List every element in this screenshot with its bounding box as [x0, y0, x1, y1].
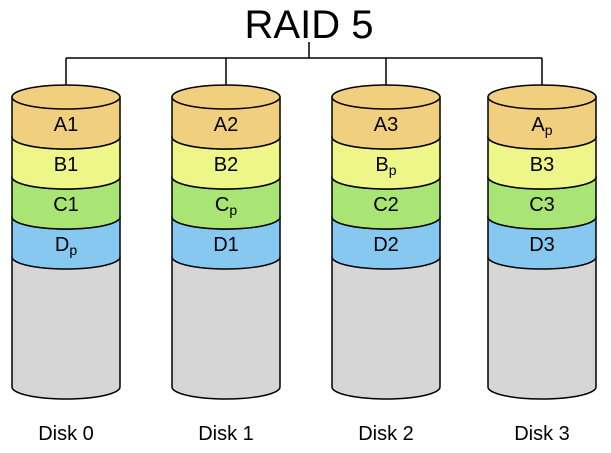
block-letter: A	[374, 114, 388, 136]
block-subscript: 1	[228, 234, 239, 256]
block-letter: B	[375, 154, 388, 176]
block-label: D1	[213, 234, 239, 256]
block-top-a	[11, 84, 121, 110]
block-letter: A	[214, 114, 228, 136]
disk-empty-space	[487, 256, 597, 400]
block-a	[11, 96, 121, 150]
block-subscript: p	[389, 162, 397, 178]
block-letter: C	[215, 194, 229, 216]
block-subscript: 1	[68, 194, 79, 216]
block-label: D2	[373, 234, 399, 256]
block-letter: A	[54, 114, 68, 136]
block-b	[487, 136, 597, 190]
block-subscript: 1	[67, 154, 78, 176]
block-label: B2	[214, 154, 238, 176]
block-a	[171, 96, 281, 150]
block-letter: B	[214, 154, 227, 176]
block-label: B3	[530, 154, 554, 176]
block-b	[331, 136, 441, 190]
block-letter: D	[529, 234, 543, 256]
block-label: Bp	[375, 154, 396, 178]
block-label: Cp	[215, 194, 237, 218]
block-label: A2	[214, 114, 238, 136]
block-subscript: 2	[388, 194, 399, 216]
block-b	[11, 136, 121, 190]
block-d	[11, 216, 121, 270]
controller-connector	[65, 42, 543, 97]
disk-empty-space	[171, 256, 281, 400]
block-label: C3	[529, 194, 555, 216]
block-letter: B	[530, 154, 543, 176]
block-subscript: 1	[67, 114, 78, 136]
disk-empty-space	[11, 256, 121, 400]
block-letter: D	[213, 234, 227, 256]
block-letter: C	[373, 194, 387, 216]
block-subscript: p	[545, 122, 553, 138]
block-label: A1	[54, 114, 78, 136]
block-subscript: 3	[544, 194, 555, 216]
disk-label: Disk 0	[38, 423, 94, 445]
block-letter: C	[53, 194, 67, 216]
block-subscript: 3	[387, 114, 398, 136]
block-a	[487, 96, 597, 150]
disk-label: Disk 3	[514, 423, 570, 445]
block-a	[331, 96, 441, 150]
block-subscript: 2	[227, 154, 238, 176]
block-d	[487, 216, 597, 270]
block-subscript: 3	[544, 234, 555, 256]
block-label: Dp	[55, 234, 77, 258]
block-c	[487, 176, 597, 230]
block-label: Ap	[531, 114, 552, 138]
block-c	[171, 176, 281, 230]
disk-empty-space	[331, 256, 441, 400]
disk-label: Disk 2	[358, 423, 414, 445]
block-letter: D	[373, 234, 387, 256]
block-letter: D	[55, 234, 69, 256]
block-subscript: p	[69, 242, 77, 258]
block-d	[171, 216, 281, 270]
block-top-a	[487, 84, 597, 110]
block-subscript: 2	[388, 234, 399, 256]
block-top-a	[331, 84, 441, 110]
block-b	[171, 136, 281, 190]
block-label: C2	[373, 194, 399, 216]
block-letter: B	[54, 154, 67, 176]
block-label: A3	[374, 114, 398, 136]
block-letter: A	[531, 114, 545, 136]
block-top-a	[171, 84, 281, 110]
diagram-title: RAID 5	[245, 3, 374, 47]
block-subscript: p	[229, 202, 237, 218]
block-subscript: 3	[543, 154, 554, 176]
block-label: C1	[53, 194, 79, 216]
block-label: B1	[54, 154, 78, 176]
disk-label: Disk 1	[198, 423, 254, 445]
block-c	[11, 176, 121, 230]
block-subscript: 2	[227, 114, 238, 136]
block-label: D3	[529, 234, 555, 256]
block-d	[331, 216, 441, 270]
block-c	[331, 176, 441, 230]
block-letter: C	[529, 194, 543, 216]
